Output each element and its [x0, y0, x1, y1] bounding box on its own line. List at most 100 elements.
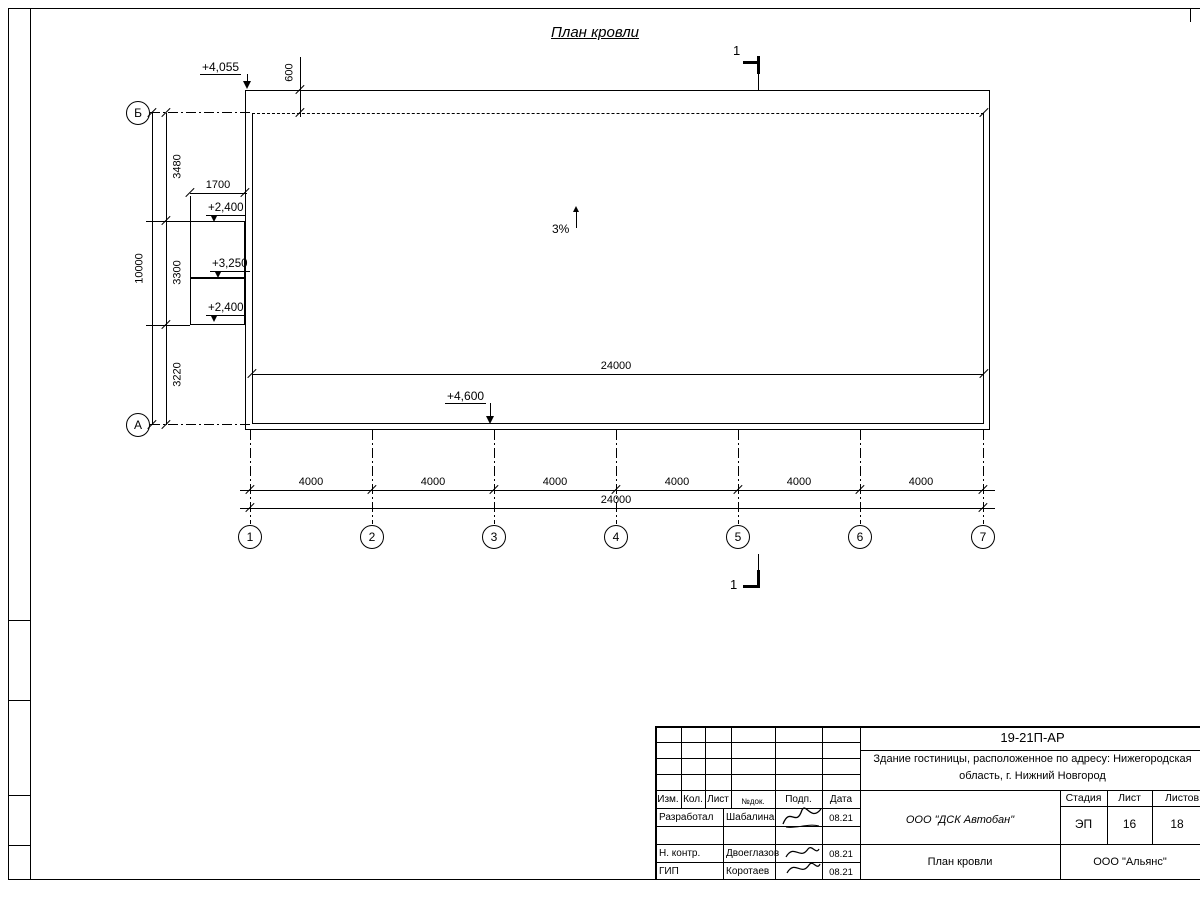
stage-value: ЭП [1074, 817, 1093, 831]
dim-label-span: 4000 [908, 476, 934, 488]
dim-label-span: 4000 [664, 476, 690, 488]
frame-margin-tick [8, 700, 30, 701]
frame-right-edge-mark [1190, 8, 1191, 22]
signature-dvoeglazov-korotaev [785, 847, 821, 874]
titleblock-grid-line [775, 726, 776, 880]
frame-bottom-line [8, 879, 1200, 880]
titleblock-grid-line [1060, 806, 1200, 807]
section-number-bottom: 1 [730, 577, 738, 592]
project-description-line2: область, г. Нижний Новгород [959, 770, 1106, 782]
organization-name: ООО "Альянс" [1093, 856, 1167, 868]
section-number-top: 1 [733, 43, 741, 58]
axis-line-1 [250, 430, 251, 524]
elevation-arrow-icon [215, 272, 221, 278]
col-header-date: Дата [829, 794, 853, 805]
col-header-kol: Кол. [683, 794, 703, 805]
page-title: План кровли [551, 24, 639, 41]
staff-name: Шабалина [726, 812, 775, 823]
dim-line-segments-vertical [166, 113, 167, 425]
frame-margin-tick [8, 620, 30, 621]
axis-line-6 [860, 430, 861, 524]
axis-line-a [150, 424, 250, 425]
sheet-title: План кровли [927, 856, 993, 868]
dim-label-24000-total: 24000 [600, 494, 632, 506]
slope-arrow-line [576, 212, 577, 228]
leader-arrow-icon [243, 81, 251, 89]
dim-label-3300: 3300 [171, 260, 184, 285]
dim-line-total [240, 508, 995, 509]
axis-circle-5: 5 [726, 525, 750, 549]
dim-label-3480: 3480 [171, 154, 184, 179]
titleblock-grid-line [1152, 790, 1153, 844]
sheet-label: Лист [1118, 792, 1141, 804]
axis-line-4 [616, 430, 617, 524]
dim-label-3220: 3220 [171, 362, 184, 387]
elevation-mark-bottom: +4,600 [445, 389, 487, 404]
staff-name: Коротаев [726, 866, 770, 877]
titleblock-grid-line [655, 808, 860, 809]
dim-extension-line [190, 196, 191, 221]
staff-date: 08.21 [829, 849, 853, 860]
dim-line-24000-inner [252, 374, 984, 375]
stage-label: Стадия [1065, 792, 1102, 804]
axis-label-1: 1 [246, 530, 254, 544]
leader-line [247, 74, 248, 87]
titleblock-grid-line [822, 726, 823, 880]
section-flag-bar [743, 61, 758, 64]
titleblock-grid-line [655, 862, 860, 863]
sheets-total: 18 [1170, 817, 1184, 831]
leader-line [490, 403, 491, 417]
axis-label-3: 3 [490, 530, 498, 544]
frame-margin-tick [8, 845, 30, 846]
dim-line-1700 [190, 193, 247, 194]
col-header-sign: Подп. [785, 794, 812, 805]
staff-date: 08.21 [829, 813, 853, 824]
axis-label-a: А [133, 418, 142, 432]
staff-name: Двоеглазов [726, 848, 780, 859]
dim-label-24000-inner: 24000 [600, 360, 632, 372]
frame-margin-tick [8, 795, 30, 796]
titleblock-grid-line [655, 774, 860, 775]
axis-line-b [150, 112, 250, 113]
titleblock-grid-line [655, 742, 860, 743]
axis-circle-a: А [126, 413, 150, 437]
elevation-mark-top: +4,055 [200, 60, 242, 75]
contractor-name: ООО "ДСК Автобан" [905, 814, 1015, 826]
titleblock-grid-line [723, 808, 724, 880]
axis-circle-2: 2 [360, 525, 384, 549]
axis-circle-4: 4 [604, 525, 628, 549]
titleblock-grid-line [731, 726, 732, 808]
axis-label-b: Б [134, 106, 142, 120]
section-cut-line [758, 74, 759, 90]
titleblock-grid-line [1107, 790, 1108, 844]
slope-arrow-icon [573, 206, 579, 212]
titleblock-grid-line [655, 790, 1200, 791]
dim-line-spans [240, 490, 995, 491]
dim-label-span: 4000 [542, 476, 568, 488]
axis-line-5 [738, 430, 739, 524]
titleblock-grid-line [860, 750, 1200, 751]
titleblock-left-line [655, 726, 657, 880]
dim-label-1700: 1700 [205, 179, 231, 191]
axis-circle-b: Б [126, 101, 150, 125]
signature-shabalina [782, 807, 822, 828]
elevation-mark-canopy-3: +2,400 [206, 302, 246, 316]
elevation-arrow-icon [211, 216, 217, 222]
titleblock-grid-line [705, 726, 706, 808]
staff-role: ГИП [659, 866, 679, 877]
dim-label-10000: 10000 [133, 253, 146, 284]
building-outline [252, 113, 984, 424]
dim-extension-line [146, 221, 190, 222]
axis-circle-1: 1 [238, 525, 262, 549]
titleblock-divider-line [860, 726, 861, 880]
dim-label-span: 4000 [420, 476, 446, 488]
elevation-mark-canopy-1: +2,400 [206, 202, 246, 216]
leader-arrow-icon [486, 416, 494, 424]
elevation-arrow-icon [211, 316, 217, 322]
sheets-label: Листов [1164, 792, 1200, 804]
titleblock-grid-line [655, 844, 1200, 845]
axis-line-2 [372, 430, 373, 524]
dim-line-total-vertical [152, 113, 153, 425]
section-flag-bar [757, 570, 760, 588]
